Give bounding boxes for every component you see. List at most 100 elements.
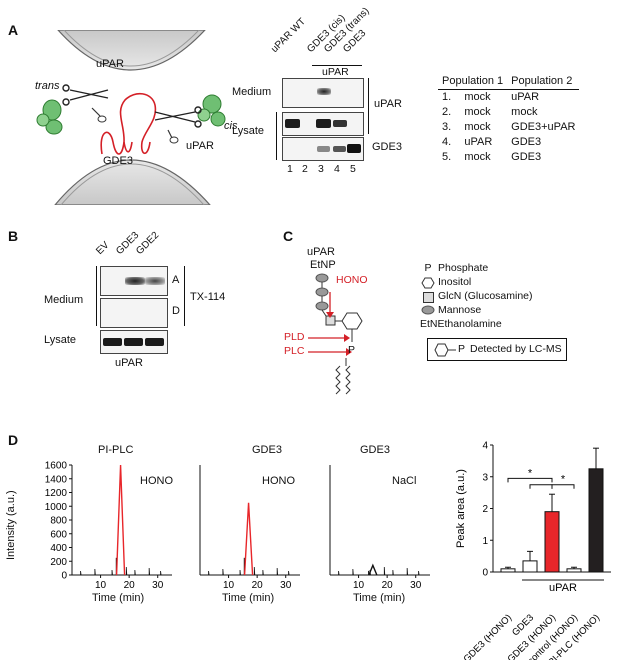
mannose-icon: [315, 287, 329, 297]
legend-mannose-icon: [421, 305, 435, 315]
chrom-1-x-tick-label: 30: [152, 580, 164, 591]
chrom-2-trace: [200, 566, 300, 576]
chrom-y-tick-label: 1600: [45, 461, 68, 472]
scissors-icon-right: [154, 106, 202, 128]
lysate-bracket: [276, 112, 277, 160]
sig-bracket-2: [507, 477, 553, 483]
bottom-cell-membrane: [54, 159, 211, 205]
bar-3: [544, 511, 560, 573]
legend-mannose-label: Mannose: [438, 304, 482, 316]
chrom-ylabel: Intensity (a.u.): [5, 490, 17, 560]
chrom1-title: PI-PLC: [98, 444, 134, 456]
c-label-p: P: [348, 344, 356, 356]
panel-label-b: B: [8, 228, 19, 244]
chrom-y-tick-label: 1000: [45, 502, 68, 513]
c-label-hono: HONO: [336, 274, 368, 286]
upar-bracket-line: [312, 65, 362, 66]
inositol-hexagon-icon: [341, 312, 363, 330]
gde3-protein: [100, 92, 157, 155]
chrom2-xlabel: Time (min): [222, 592, 275, 604]
mannose-icon: [315, 273, 329, 283]
cartoon-label-cis: cis: [224, 120, 238, 132]
legend-glcn-icon: [423, 292, 434, 303]
blot-medium-upar: [282, 78, 364, 108]
table-header-population-2: Population 2: [507, 74, 580, 90]
bar-5: [588, 468, 604, 573]
sig-bracket-1: [529, 484, 553, 489]
b-row-medium: Medium: [44, 294, 84, 306]
cartoon-label-gde3: GDE3: [103, 155, 133, 167]
row-label-lysate: Lysate: [232, 125, 265, 137]
sig-star-1: *: [528, 467, 533, 479]
chrom-2-x-tick-label: 20: [252, 580, 264, 591]
chrom-3-x-tick-label: 20: [382, 580, 394, 591]
b-lane-ev: EV: [94, 239, 112, 257]
lane-number-4: 4: [334, 163, 340, 175]
blot-lysate-gde3: [282, 137, 364, 161]
chrom2-title: GDE3: [252, 444, 282, 456]
lane-number-1: 1: [287, 163, 293, 175]
legend-etn-label: Ethanolamine: [437, 318, 502, 330]
row-label-medium: Medium: [232, 86, 272, 98]
chrom2-treatment: HONO: [262, 475, 295, 487]
bar-y-tick-label: 0: [482, 568, 488, 579]
bar-1-category: GDE3 (HONO): [462, 612, 515, 660]
blot-lysate-upar: [282, 112, 364, 136]
legend-etn-row: EtNEthanolamine: [420, 318, 502, 330]
lane-header-1: uPAR WT: [269, 16, 308, 56]
table-header-population-1: Population 1: [438, 74, 508, 90]
detected-lc-ms-box: P Detected by LC-MS: [427, 338, 567, 361]
trans-protein-icon: [36, 99, 63, 135]
bar-y-tick-label: 1: [482, 536, 488, 547]
sig-bracket-3: [551, 484, 575, 489]
chrom-3-x-tick-label: 30: [410, 580, 422, 591]
glcn-square-icon: [325, 315, 336, 326]
b-phase-d: D: [172, 305, 180, 317]
panel-label-c: C: [283, 228, 294, 244]
b-medium-bracket: [96, 266, 97, 326]
bar-4: [566, 568, 582, 573]
c-label-upar: uPAR: [307, 246, 335, 258]
lane-number-3: 3: [318, 163, 324, 175]
legend-phosphate-label: Phosphate: [438, 262, 489, 274]
cis-protein-icon: [197, 94, 226, 127]
legend-inositol-label: Inositol: [438, 276, 472, 288]
mannose-icon: [315, 301, 329, 311]
c-label-plc: PLC: [284, 345, 305, 357]
b-bottom-label: uPAR: [115, 357, 143, 369]
b-phase-a: A: [172, 274, 180, 286]
chrom3-xlabel: Time (min): [353, 592, 406, 604]
upar-right-bracket: [368, 78, 369, 134]
bar-y-tick-label: 4: [482, 441, 488, 452]
detected-label: Detected by LC-MS: [470, 343, 562, 355]
c-label-etnp: EtNP: [310, 259, 336, 271]
lane-number-2: 2: [302, 163, 308, 175]
b-blot-lysate: [100, 330, 168, 354]
chrom-1-trace: [72, 566, 172, 576]
b-tx-bracket: [184, 266, 185, 326]
c-label-pld: PLD: [284, 331, 305, 343]
bar-1: [500, 568, 516, 573]
upar-group-label: uPAR: [549, 582, 577, 594]
blot-right-label-upar: uPAR: [374, 98, 402, 110]
chrom-3-x-tick-label: 10: [353, 580, 365, 591]
legend-glcn-label: GlcN (Glucosamine): [438, 290, 533, 302]
chrom3-title: GDE3: [360, 444, 390, 456]
chrom3-treatment: NaCl: [392, 475, 417, 487]
panel-label-d: D: [8, 432, 19, 448]
chrom-y-tick-label: 400: [50, 543, 67, 554]
legend-phosphate-symbol: P: [424, 262, 432, 274]
cartoon-label-trans: trans: [35, 80, 60, 92]
bar-y-tick-label: 2: [482, 504, 488, 515]
scissors-icon-left: [62, 84, 109, 106]
chrom-y-tick-label: 600: [50, 529, 67, 540]
chrom-3-main-peak: [368, 563, 378, 576]
chrom-1-x-tick-label: 10: [95, 580, 107, 591]
cartoon-label-upar-top: uPAR: [96, 58, 124, 70]
